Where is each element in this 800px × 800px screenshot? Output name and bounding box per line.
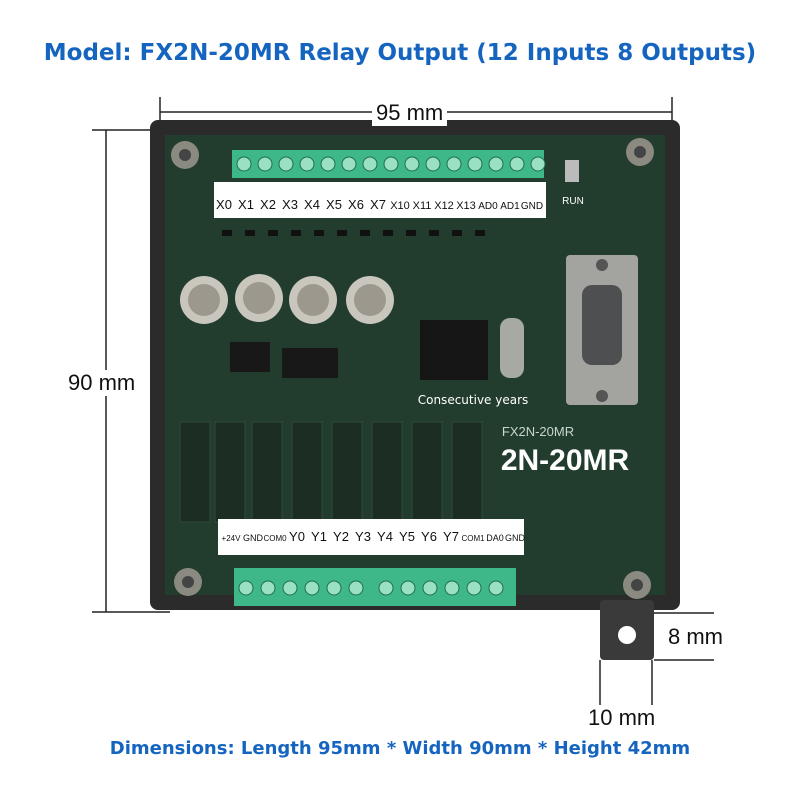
output-label: Y4 [377,529,393,544]
input-label: X7 [370,197,386,212]
overlay-text: Consecutive years [418,393,529,407]
output-terminal-block [234,568,516,606]
input-terminal-block [214,150,546,218]
output-label: +24V [222,534,242,543]
page-title: Model: FX2N-20MR Relay Output (12 Inputs… [43,40,757,66]
output-label: GND [505,533,526,543]
board-model-large: 2N-20MR [501,444,630,477]
input-label: X1 [238,197,254,212]
input-label: X2 [260,197,276,212]
input-label: X12 [434,200,454,212]
input-label: X4 [304,197,320,212]
input-label: X11 [413,200,432,212]
relays [179,421,483,523]
tab-width-label: 10 mm [584,705,660,731]
run-label: RUN [562,196,584,207]
ic-chip [282,348,338,378]
input-labels: X0 X1 X2 X3 X4 X5 X6 X7 X10 X11 X12 X13 … [216,197,543,212]
output-label: Y3 [355,529,371,544]
input-label: X0 [216,197,232,212]
output-label: Y2 [333,529,349,544]
input-label: X10 [390,200,410,212]
input-label: GND [521,201,543,212]
output-label: COM1 [461,534,485,543]
output-label: COM0 [263,534,287,543]
input-label: X6 [348,197,364,212]
output-labels: +24V GND COM0 Y0 Y1 Y2 Y3 Y4 Y5 Y6 Y7 CO… [222,529,526,544]
microcontroller-chip [420,320,488,380]
page-subtitle: Dimensions: Length 95mm * Width 90mm * H… [109,738,691,759]
run-switch [565,160,579,182]
input-label: AD0 [478,201,498,212]
crystal [500,318,524,378]
input-label: X3 [282,197,298,212]
input-label: X13 [456,200,476,212]
capacitors [180,274,394,324]
output-label: Y7 [443,529,459,544]
output-label: Y5 [399,529,415,544]
db9-serial-port [566,255,638,405]
output-label-strip [218,519,524,555]
output-label: GND [243,533,264,543]
tab-height-label: 8 mm [664,624,727,650]
output-label: DA0 [486,533,504,543]
input-label: X5 [326,197,342,212]
inductor [230,342,270,372]
input-label: AD1 [500,201,520,212]
height-dimension-label: 90 mm [64,370,140,396]
output-label: Y1 [311,529,327,544]
output-label: Y6 [421,529,437,544]
output-label: Y0 [289,529,305,544]
led-row [222,230,485,236]
silk-model: FX2N-20MR [502,424,574,439]
width-dimension-label: 95 mm [372,100,448,126]
